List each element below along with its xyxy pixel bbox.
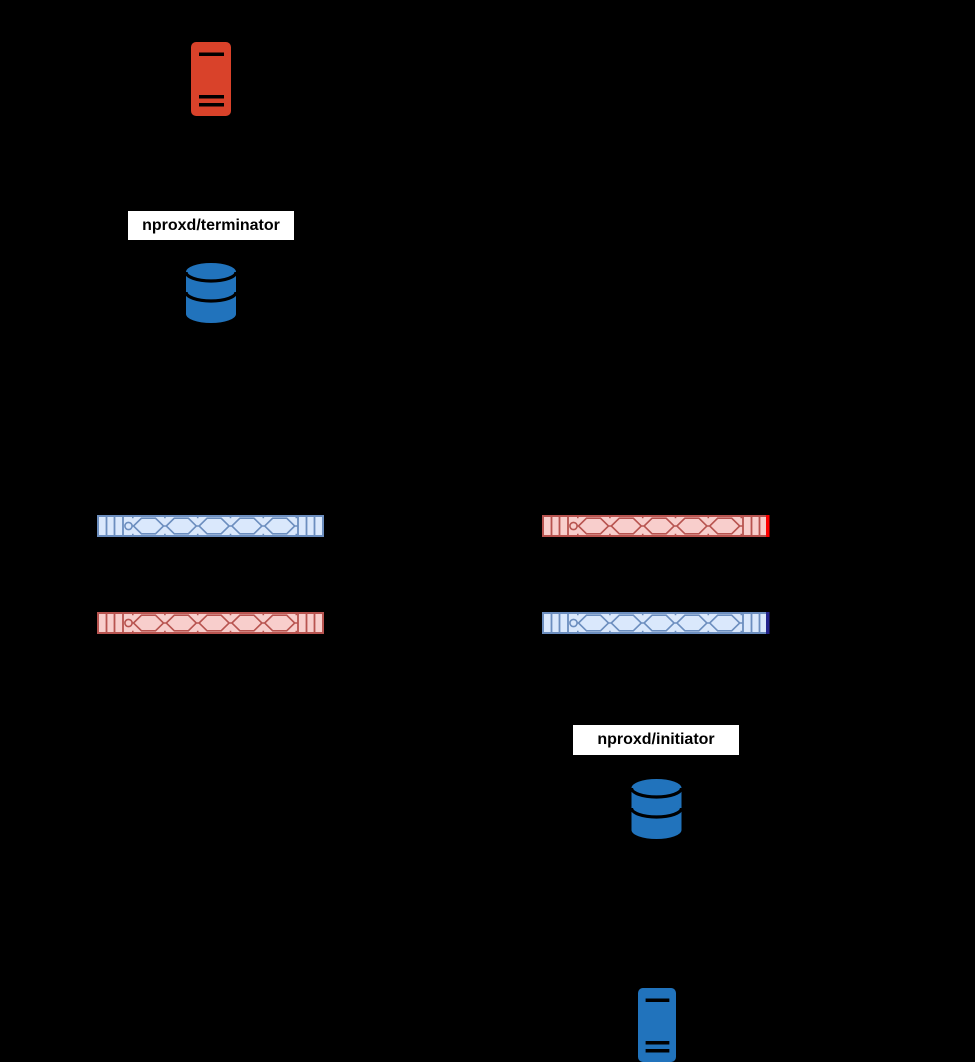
stream-left-bottom-red <box>97 612 324 634</box>
stream-right-bottom-blue <box>542 612 770 634</box>
initiator-server-tower-icon <box>638 988 676 1062</box>
initiator-database-icon <box>630 779 683 839</box>
server-slot <box>645 1049 670 1053</box>
terminator-label: nproxd/terminator <box>142 216 280 234</box>
server-slot <box>199 95 224 99</box>
database-disk-separator <box>630 787 683 819</box>
database-body <box>186 263 236 323</box>
initiator-label: nproxd/initiator <box>597 731 715 748</box>
stream-right-top-red <box>542 515 770 537</box>
server-slot <box>645 998 670 1002</box>
database-disk-separator <box>185 271 237 303</box>
stream-endpoint-marker <box>766 612 770 634</box>
database-body <box>631 779 682 839</box>
stream-left-top-blue <box>97 515 324 537</box>
initiator-label-box: nproxd/initiator <box>573 725 739 755</box>
server-slot <box>199 103 224 107</box>
server-slot <box>645 1041 670 1045</box>
server-slot <box>199 52 224 56</box>
terminator-label-box: nproxd/terminator <box>128 211 294 240</box>
terminator-database-icon <box>185 263 237 323</box>
stream-endpoint-marker <box>766 515 770 537</box>
terminator-server-tower-icon <box>191 42 231 116</box>
